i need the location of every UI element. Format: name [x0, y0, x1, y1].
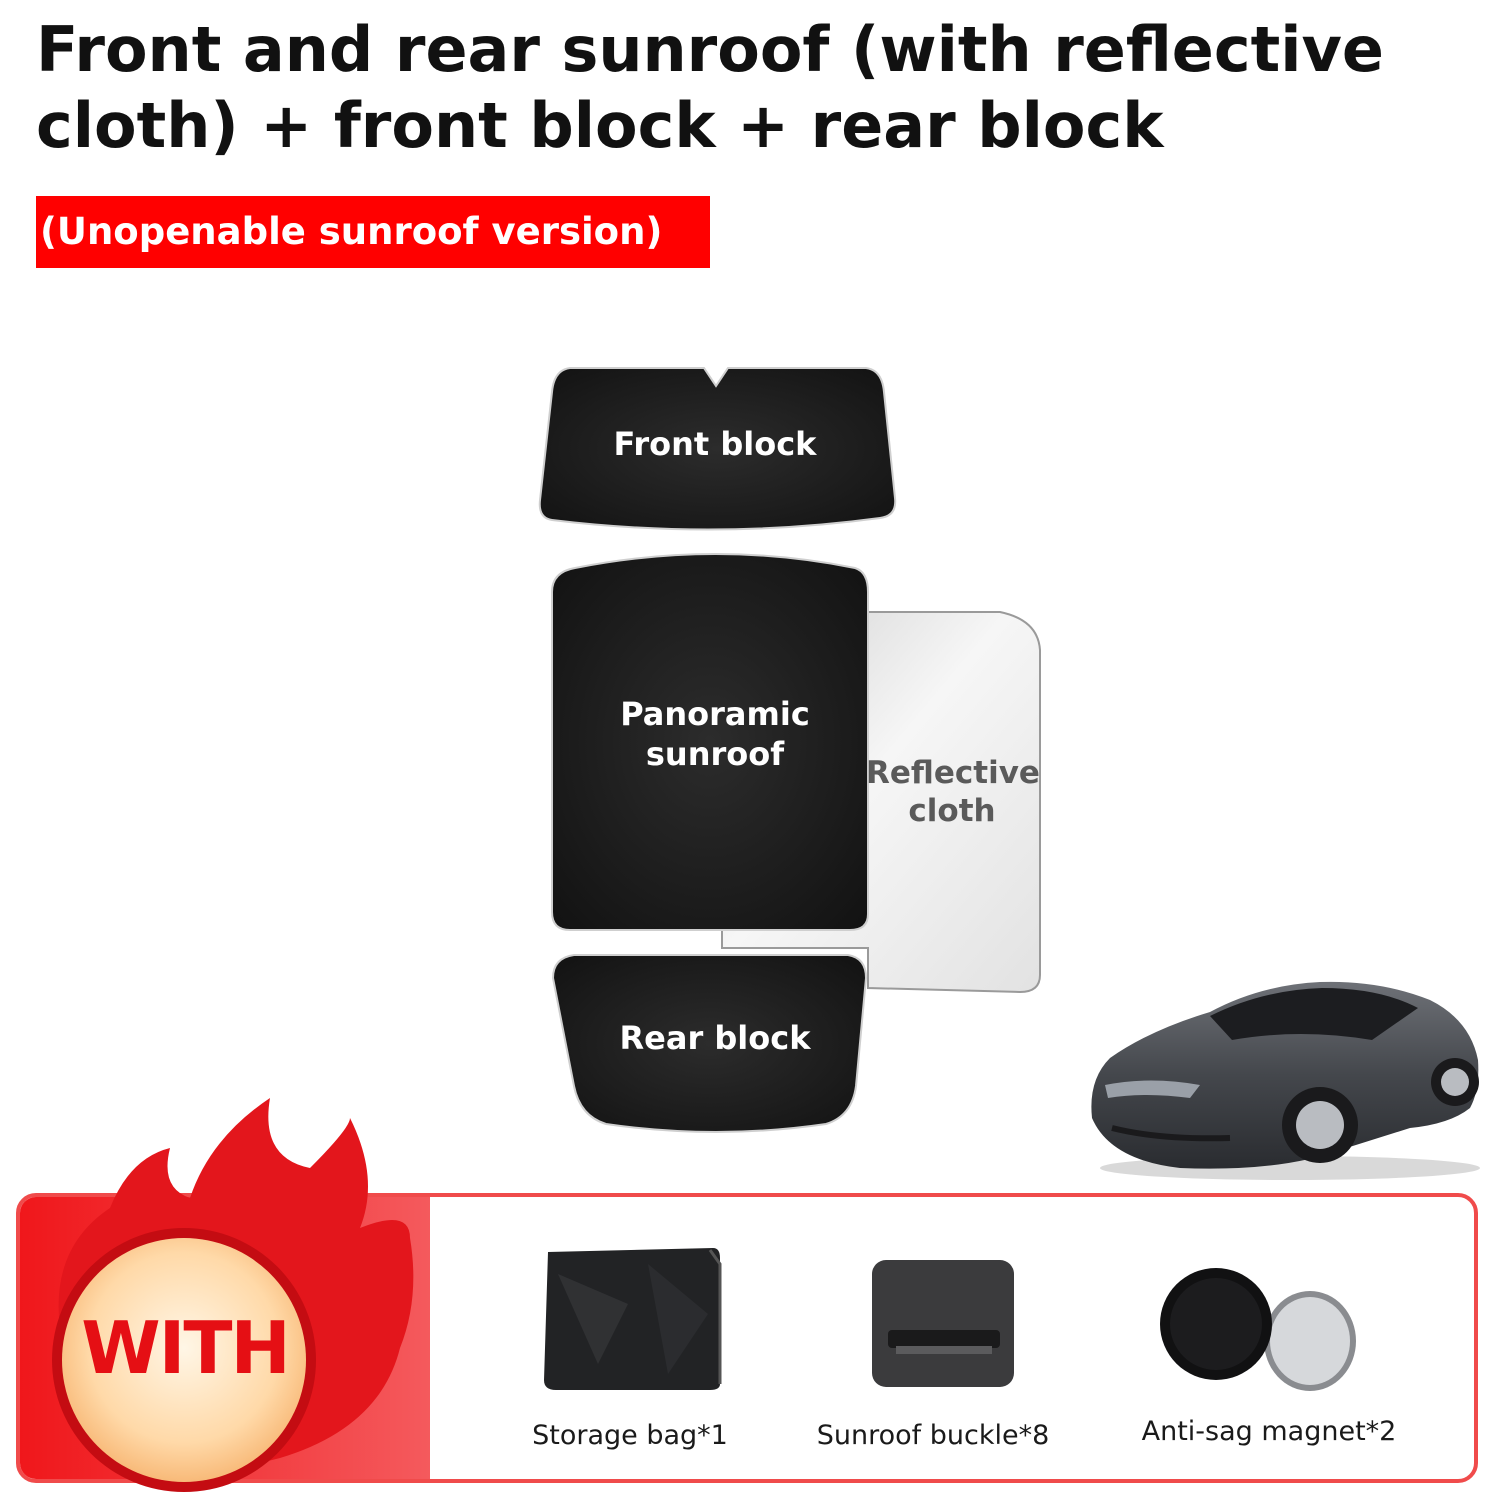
reflective-cloth-label: Reflective cloth [866, 754, 1040, 830]
reflective-line-2: cloth [908, 793, 996, 829]
car-image [1091, 981, 1480, 1180]
sunroof-buckle-icon [872, 1260, 1014, 1387]
title-line-1: Front and rear sunroof (with reflective [36, 13, 1384, 86]
page-title: Front and rear sunroof (with reflective … [36, 12, 1456, 164]
panoramic-line-1: Panoramic [620, 695, 810, 733]
rear-block-label: Rear block [619, 1019, 811, 1057]
reflective-line-1: Reflective [866, 755, 1040, 791]
panoramic-sunroof-label: Panoramic sunroof [560, 694, 870, 774]
anti-sag-magnet-icon [1160, 1268, 1356, 1391]
title-line-2: cloth) + front block + rear block [36, 89, 1164, 162]
storage-bag-label: Storage bag*1 [532, 1420, 728, 1451]
with-badge-label: WITH [81, 1306, 291, 1390]
panoramic-sunroof-shape [551, 553, 869, 931]
flame-badge-icon [52, 1098, 414, 1492]
front-block-label: Front block [613, 425, 817, 463]
rear-block-shape [551, 954, 868, 1133]
anti-sag-magnet-label: Anti-sag magnet*2 [1141, 1416, 1397, 1447]
panoramic-line-2: sunroof [645, 735, 785, 773]
version-tag: (Unopenable sunroof version) [36, 196, 710, 268]
sunroof-buckle-label: Sunroof buckle*8 [816, 1420, 1050, 1451]
storage-bag-icon [544, 1248, 722, 1390]
front-block-shape [538, 367, 897, 531]
